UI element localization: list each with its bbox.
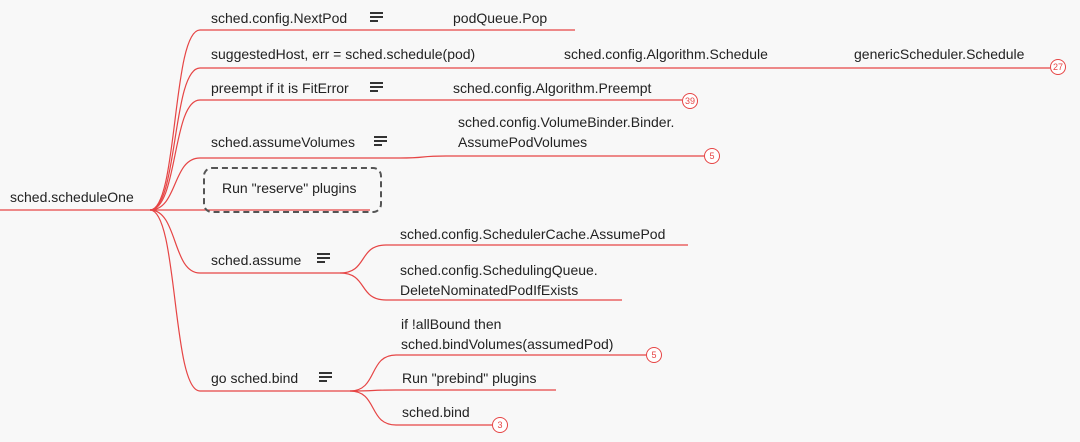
branch-node[interactable]: go sched.bind <box>211 368 298 388</box>
child-node-line: Run "prebind" plugins <box>402 370 537 386</box>
branch-node[interactable]: suggestedHost, err = sched.schedule(pod) <box>211 44 475 64</box>
child-node-line: sched.config.SchedulingQueue. <box>400 262 598 278</box>
branch-connector <box>149 67 510 211</box>
branch-node-line: sched.assumeVolumes <box>211 134 355 150</box>
child-node[interactable]: if !allBound then sched.bindVolumes(assu… <box>401 314 613 354</box>
branch-node[interactable]: sched.assume <box>211 250 301 270</box>
grandchild-node-line: genericScheduler.Schedule <box>854 46 1025 62</box>
branch-node[interactable]: preempt if it is FitError <box>211 78 349 98</box>
child-node-line: podQueue.Pop <box>453 10 548 26</box>
child-connector <box>339 272 622 301</box>
child-node[interactable]: Run "prebind" plugins <box>402 368 536 388</box>
branch-node-highlighted-line: Run "reserve" plugins <box>222 180 357 196</box>
branch-connector <box>149 157 400 211</box>
branch-node-line: sched.config.NextPod <box>211 10 348 26</box>
child-node[interactable]: sched.config.Algorithm.Preempt <box>453 78 651 98</box>
child-node-line: sched.config.Algorithm.Schedule <box>564 46 768 62</box>
branch-connector <box>149 209 350 392</box>
notes-icon[interactable] <box>319 372 332 382</box>
branch-node-highlighted[interactable]: Run "reserve" plugins <box>222 178 356 198</box>
child-node[interactable]: sched.config.SchedulerCache.AssumePod <box>400 224 665 244</box>
count-badge[interactable]: 3 <box>492 417 508 433</box>
branch-node[interactable]: sched.assumeVolumes <box>211 132 355 152</box>
highlight-dashed-box <box>203 167 382 213</box>
child-node-line: sched.bindVolumes(assumedPod) <box>401 336 614 352</box>
branch-connector <box>149 29 405 211</box>
child-connector <box>349 389 556 392</box>
child-node[interactable]: sched.config.Algorithm.Schedule <box>564 44 768 64</box>
child-node-line: sched.config.VolumeBinder.Binder. <box>458 114 675 130</box>
count-badge[interactable]: 5 <box>646 347 662 363</box>
notes-icon[interactable] <box>370 12 383 22</box>
branch-node-line: sched.assume <box>211 252 302 268</box>
child-node[interactable]: sched.config.SchedulingQueue. DeleteNomin… <box>400 260 598 300</box>
child-connector <box>399 155 704 159</box>
child-node[interactable]: podQueue.Pop <box>453 8 547 28</box>
child-node-line: sched.bind <box>402 404 470 420</box>
grandchild-node[interactable]: genericScheduler.Schedule <box>854 44 1024 64</box>
child-node-line: DeleteNominatedPodIfExists <box>400 282 579 298</box>
branch-node-line: suggestedHost, err = sched.schedule(pod) <box>211 46 476 62</box>
count-badge[interactable]: 5 <box>704 148 720 164</box>
child-node-line: sched.config.SchedulerCache.AssumePod <box>400 226 666 242</box>
branch-node-line: go sched.bind <box>211 370 299 386</box>
branch-node-line: preempt if it is FitError <box>211 80 349 96</box>
branch-connector <box>149 99 405 211</box>
child-connector <box>349 390 492 426</box>
branch-connector <box>149 209 340 274</box>
count-badge[interactable]: 39 <box>682 93 698 109</box>
root-node[interactable]: sched.scheduleOne <box>10 189 134 205</box>
child-node-line: sched.config.Algorithm.Preempt <box>453 80 652 96</box>
child-node-line: AssumePodVolumes <box>458 134 588 150</box>
notes-icon[interactable] <box>317 253 330 263</box>
child-node[interactable]: sched.config.VolumeBinder.Binder. AssumeP… <box>458 112 674 152</box>
count-badge[interactable]: 27 <box>1050 59 1066 75</box>
child-node-line: if !allBound then <box>401 316 502 332</box>
child-connector <box>349 354 646 392</box>
notes-icon[interactable] <box>370 82 383 92</box>
child-connector <box>339 244 688 274</box>
branch-node[interactable]: sched.config.NextPod <box>211 8 347 28</box>
notes-icon[interactable] <box>374 136 387 146</box>
child-node[interactable]: sched.bind <box>402 402 470 422</box>
